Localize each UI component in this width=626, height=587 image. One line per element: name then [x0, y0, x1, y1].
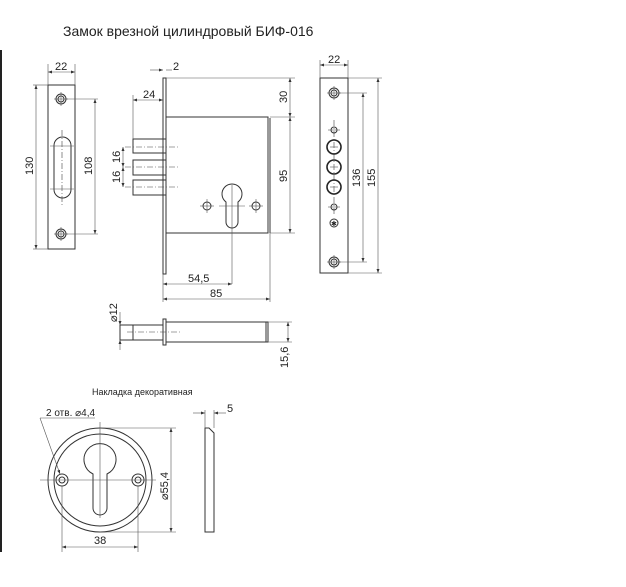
bolt-height-dim: 15,6 [279, 347, 291, 368]
escutcheon-title: Накладка декоративная [92, 387, 193, 397]
lock-body-view [121, 68, 295, 302]
bolt [132, 159, 167, 176]
star-screw-icon [329, 218, 339, 228]
screw-hole-icon [54, 227, 68, 241]
bolt-spacing-dim: 16 [111, 171, 123, 183]
faceplate-hole-spacing-dim: 108 [83, 157, 95, 175]
screw-hole-icon [249, 199, 263, 213]
holes-label: 2 отв. ⌀4,4 [46, 408, 95, 419]
escutcheon-side-view [204, 427, 215, 533]
escutcheon-thickness-dim: 5 [227, 403, 233, 415]
body-depth-dim: 85 [210, 288, 222, 300]
svg-text:✱: ✱ [331, 220, 337, 228]
bolt-side-view [118, 312, 292, 350]
escutcheon-diameter-dim: ⌀55,4 [159, 472, 171, 500]
faceplate-height-dim: 130 [24, 157, 36, 175]
bolt-spacing-dim: 16 [111, 151, 123, 163]
drawing-title: Замок врезной цилиндровый БИФ-016 [63, 23, 314, 39]
screw-hole-icon [54, 92, 68, 106]
bolt [132, 138, 167, 154]
faceplate-width-dim: 22 [55, 61, 67, 73]
strike-hole-spacing-dim: 136 [351, 169, 363, 187]
backset-dim: 54,5 [188, 273, 209, 285]
screw-hole-icon [327, 255, 341, 269]
strike-height-dim: 155 [366, 169, 378, 187]
top-offset-dim: 30 [278, 91, 290, 103]
bolt [132, 179, 167, 196]
body-height-dim: 95 [278, 170, 290, 182]
bolt-length-dim: 24 [143, 89, 155, 101]
faceplate-thickness-dim: 2 [173, 61, 179, 73]
keyhole-icon [221, 183, 243, 229]
escutcheon-view [39, 410, 226, 552]
screw-hole-icon [327, 86, 341, 100]
screw-hole-icon [200, 199, 214, 213]
escutcheon-hole-spacing-dim: 38 [94, 535, 106, 547]
strike-plate-view: ✱ [319, 60, 382, 274]
pin-diameter-dim: ⌀12 [108, 303, 120, 322]
faceplate-front-view [33, 64, 98, 250]
strike-width-dim: 22 [328, 54, 340, 66]
